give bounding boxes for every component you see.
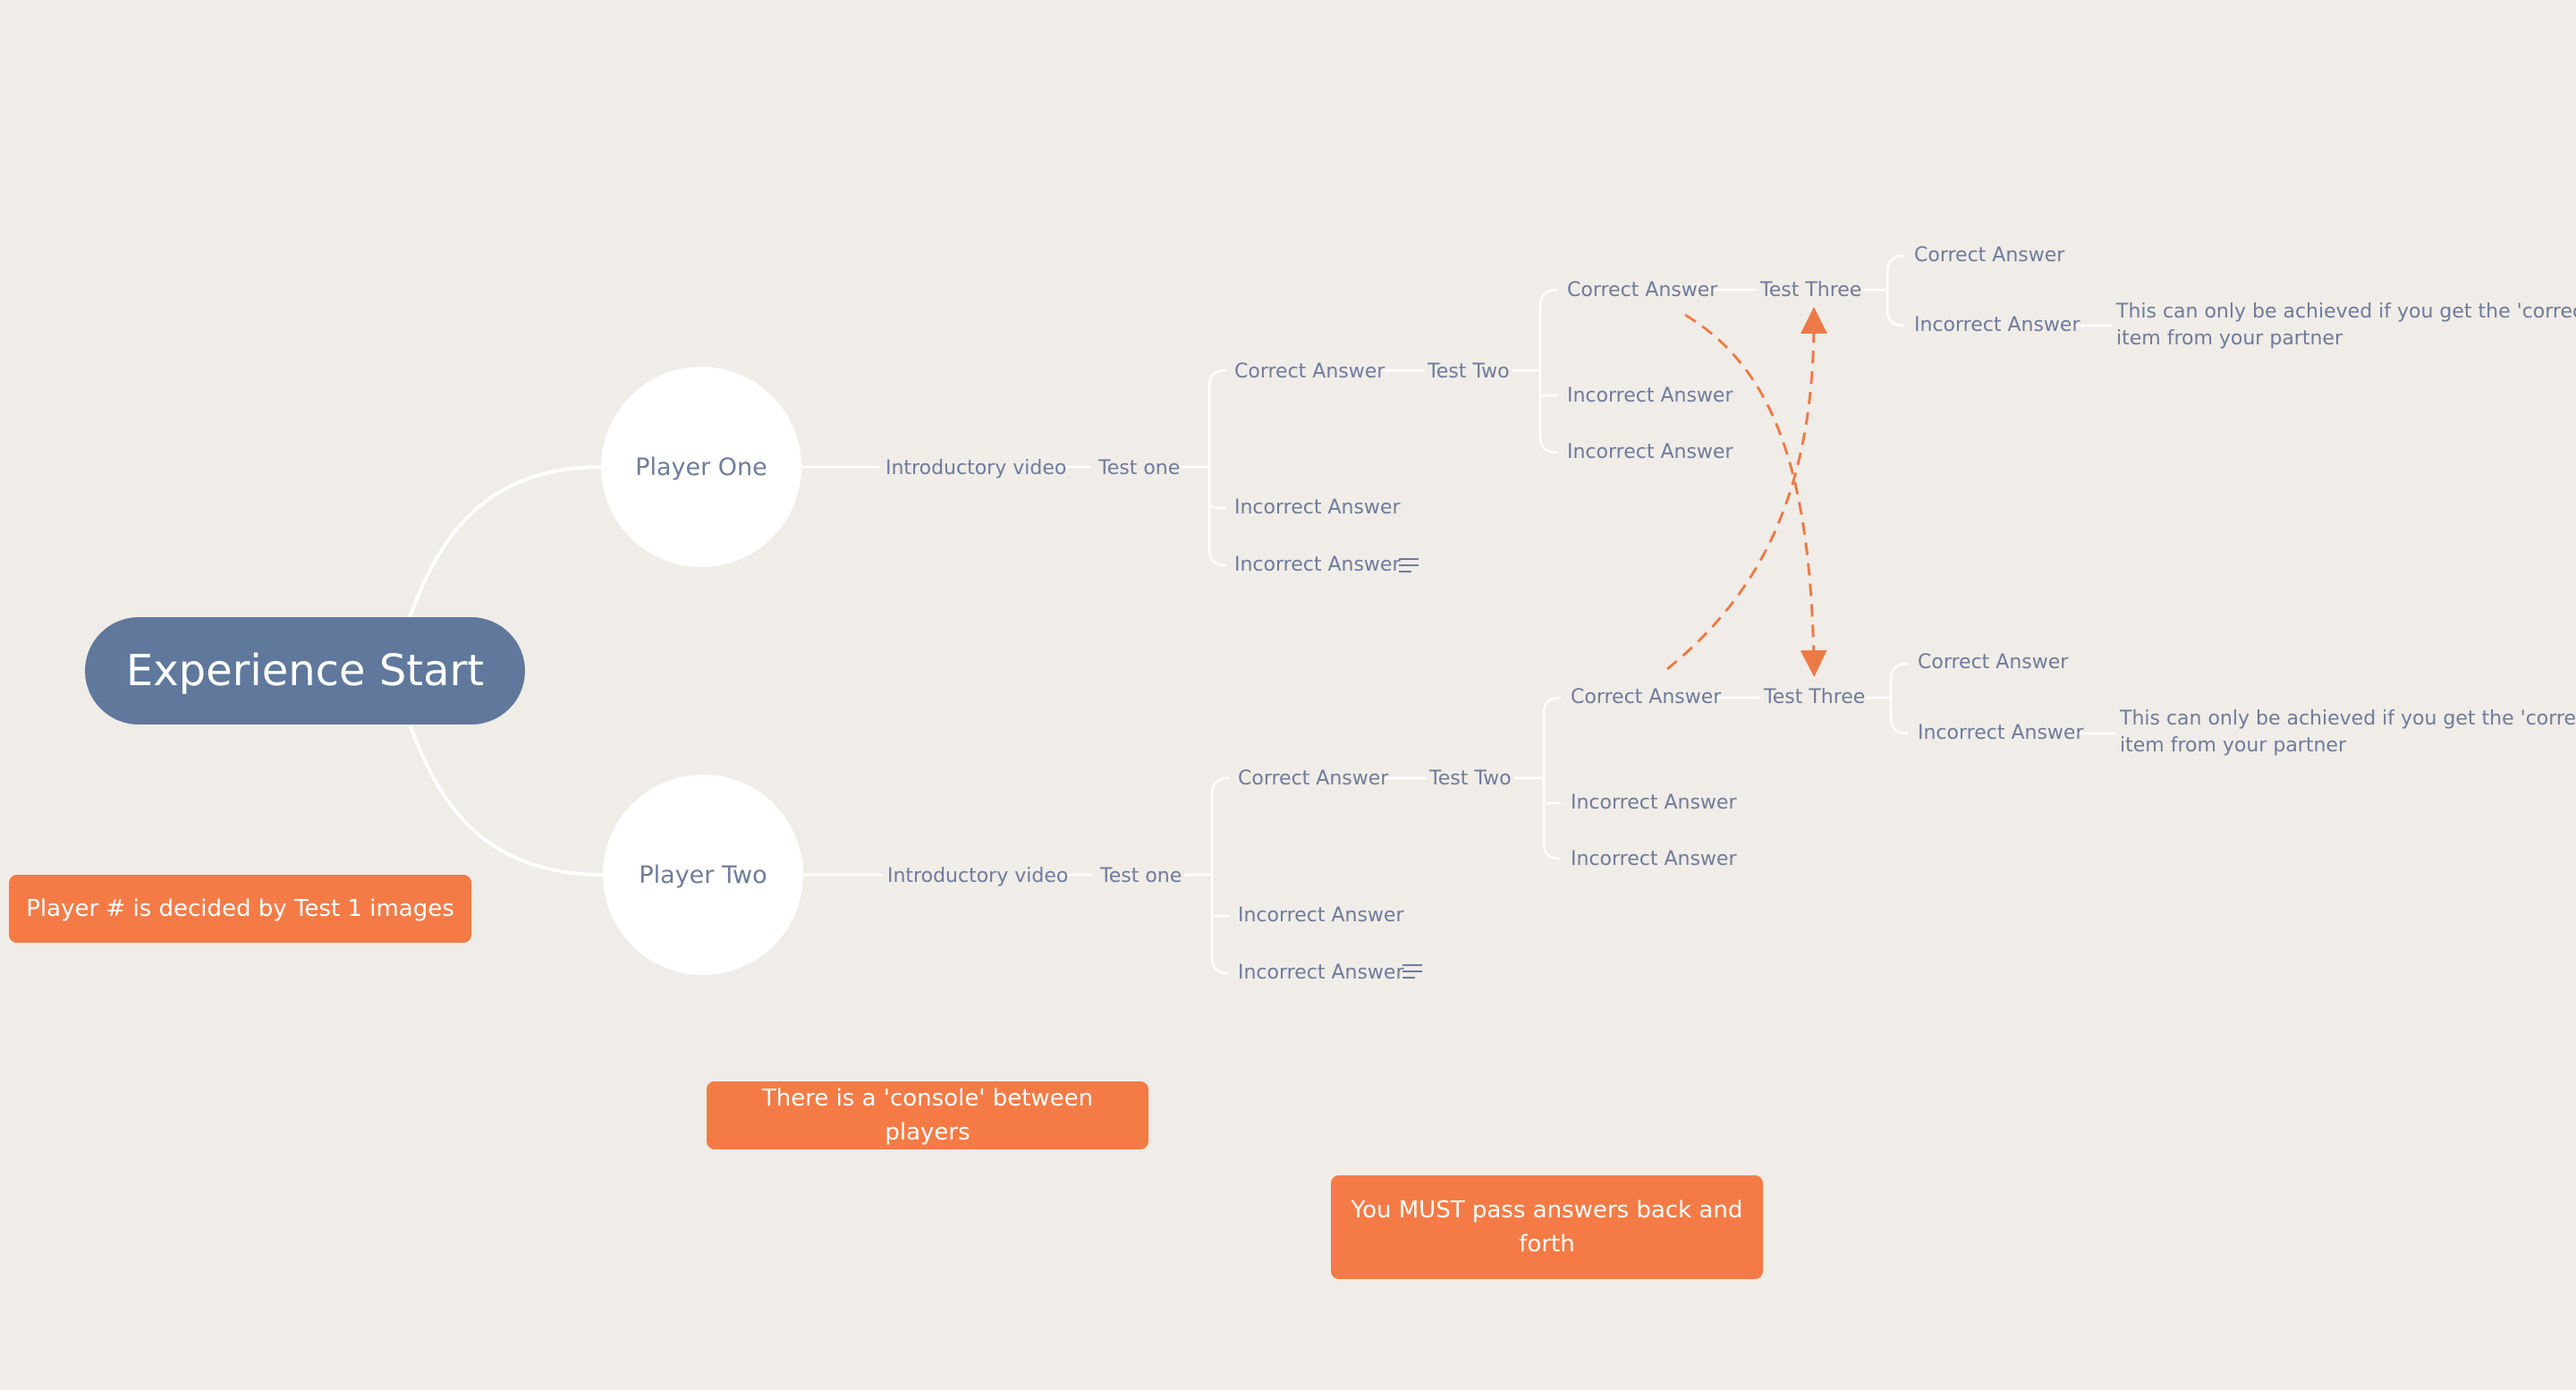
p1-t1-incorrect-b[interactable]: Incorrect Answer xyxy=(1234,554,1401,576)
connector-p1-t3-branches xyxy=(1885,254,1905,327)
player-one-label: Player One xyxy=(635,453,767,481)
connector-root-player-two xyxy=(408,723,605,877)
cross-arrow-down xyxy=(1684,313,1827,677)
root-node[interactable]: Experience Start xyxy=(85,617,525,725)
callout-player-number-text: Player # is decided by Test 1 images xyxy=(26,895,454,922)
player-two-label: Player Two xyxy=(639,860,767,889)
connector-p2-t2-branches xyxy=(1542,696,1562,860)
p2-intro-video[interactable]: Introductory video xyxy=(887,865,1069,887)
connector-p2-t3-branches xyxy=(1889,662,1909,735)
p1-t3-note-line-2[interactable]: item from your partner xyxy=(2116,327,2343,350)
p1-t3-incorrect[interactable]: Incorrect Answer xyxy=(1914,314,2080,336)
p1-test-three[interactable]: Test Three xyxy=(1760,279,1862,301)
p1-t2-correct[interactable]: Correct Answer xyxy=(1567,279,1718,301)
note-lines-icon[interactable] xyxy=(1399,558,1419,572)
p2-test-three[interactable]: Test Three xyxy=(1764,686,1866,708)
p2-test-one[interactable]: Test one xyxy=(1100,865,1182,887)
player-two-node[interactable]: Player Two xyxy=(603,775,803,975)
connector-root-player-one xyxy=(408,465,603,619)
player-one-node[interactable]: Player One xyxy=(601,367,801,567)
p2-t3-correct[interactable]: Correct Answer xyxy=(1918,651,2069,674)
p2-t2-correct[interactable]: Correct Answer xyxy=(1571,686,1722,708)
p1-t1-incorrect-a[interactable]: Incorrect Answer xyxy=(1234,496,1401,519)
p2-t2-incorrect-b[interactable]: Incorrect Answer xyxy=(1571,848,1737,870)
note-lines-icon[interactable] xyxy=(1402,964,1422,979)
root-label: Experience Start xyxy=(125,646,485,696)
p2-t3-note-line-1[interactable]: This can only be achieved if you get the… xyxy=(2120,708,2576,730)
connector-p1-t1-branches xyxy=(1208,369,1227,567)
p2-t3-note-line-2[interactable]: item from your partner xyxy=(2120,734,2346,757)
callout-player-number[interactable]: Player # is decided by Test 1 images xyxy=(9,875,471,943)
callout-console-text: There is a 'console' between players xyxy=(761,1085,1094,1146)
p1-t2-incorrect-b[interactable]: Incorrect Answer xyxy=(1567,441,1733,463)
p1-intro-video[interactable]: Introductory video xyxy=(886,457,1067,479)
cross-arrow-up xyxy=(1666,307,1827,671)
callout-must-pass[interactable]: You MUST pass answers back and forth xyxy=(1331,1175,1763,1279)
p1-test-one[interactable]: Test one xyxy=(1098,457,1181,479)
p1-t3-note-line-1[interactable]: This can only be achieved if you get the… xyxy=(2116,301,2576,323)
p2-t2-incorrect-a[interactable]: Incorrect Answer xyxy=(1571,792,1737,814)
connector-p1-t2-branches xyxy=(1538,288,1558,454)
p1-t3-correct[interactable]: Correct Answer xyxy=(1914,244,2065,267)
connector-p2-t1-branches xyxy=(1210,776,1230,975)
p2-t3-incorrect[interactable]: Incorrect Answer xyxy=(1918,722,2084,744)
callout-must-pass-text: You MUST pass answers back and forth xyxy=(1351,1197,1743,1258)
p1-test-two[interactable]: Test Two xyxy=(1428,360,1510,383)
p2-t1-incorrect-a[interactable]: Incorrect Answer xyxy=(1238,904,1404,927)
callout-console[interactable]: There is a 'console' between players xyxy=(707,1081,1148,1149)
p2-t1-incorrect-b[interactable]: Incorrect Answer xyxy=(1238,962,1404,984)
p2-test-two[interactable]: Test Two xyxy=(1429,767,1512,790)
p2-t1-correct[interactable]: Correct Answer xyxy=(1238,767,1389,790)
p1-t1-correct[interactable]: Correct Answer xyxy=(1234,360,1385,383)
p1-t2-incorrect-a[interactable]: Incorrect Answer xyxy=(1567,385,1733,407)
